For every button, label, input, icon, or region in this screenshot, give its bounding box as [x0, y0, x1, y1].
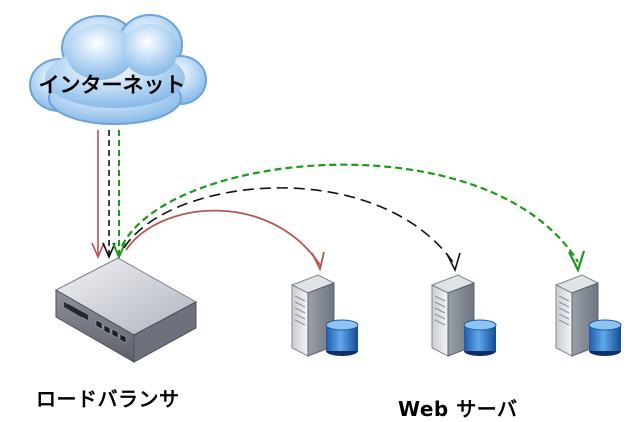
- web-server-1: [290, 274, 359, 357]
- load-balancer-icon: [54, 257, 198, 363]
- database-icon: [325, 319, 359, 356]
- web-server-3: [554, 274, 622, 357]
- cloud-to-lb-arrows: [91, 130, 126, 260]
- database-icon: [463, 319, 497, 356]
- web-server-2: [430, 274, 497, 357]
- web-server-label: Web サーバ: [398, 397, 518, 421]
- database-icon: [588, 319, 622, 356]
- lb-to-server-arrows: [121, 163, 586, 273]
- internet-cloud-icon: [29, 14, 207, 125]
- cloud-label: インターネット: [39, 73, 186, 97]
- load-balancer-label: ロードバランサ: [36, 387, 180, 411]
